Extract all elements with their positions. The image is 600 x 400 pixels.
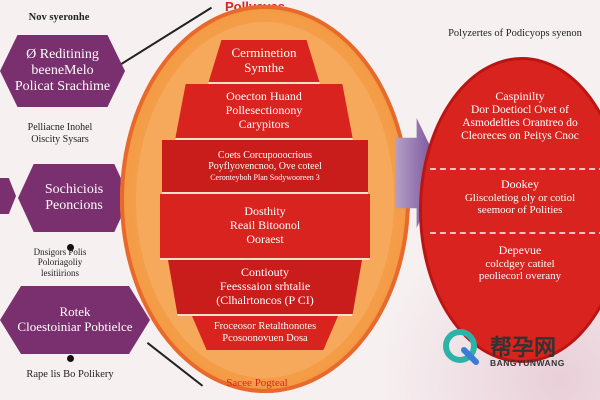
right-section-2-line-3: seemoor of Polities (477, 204, 563, 217)
stack-band-6-line-2: Pcosoonovuen Dosa (222, 333, 308, 344)
stack-band-5-line-3: (Clhalrtoncos (P CI) (216, 292, 314, 307)
right-section-1-line-4: Cleoreces on Peitys Cnoc (461, 130, 579, 143)
stack-band-5: Contiouty Feesssaion srhtalie (Clhalrton… (168, 260, 362, 316)
stack-band-2-line-2: Pollesectionony (225, 103, 303, 118)
stack-band-6-line-1: Froceosor Retalthonotes (213, 320, 317, 332)
hexagon-sochiciois: Sochiciois Peoncions (18, 164, 130, 232)
right-section-2-line-2: Gliscoletiog oly or cotiol (464, 191, 576, 204)
watermark-logo-text-cn: 帮孕网 (490, 336, 557, 361)
right-section-1: Caspinilty Dor Doetiocl Ovet of Asmodelt… (440, 89, 600, 143)
left-label-mid1: Pelliacne Inohel Oiscity Sysars (27, 122, 93, 145)
stack-band-5-line-1: Contiouty (240, 265, 289, 280)
right-section-3: Depevue colcdgey catitel peoliecorl over… (440, 243, 600, 283)
diagram-title-right: Polyzertes of Podicyops syenon (448, 28, 582, 39)
right-section-1-line-1: Caspinilty (495, 89, 545, 103)
right-divider-2 (430, 232, 600, 234)
hexagon-reditining-label: Reditining beeneMelo Policat Srachime (14, 46, 111, 95)
stack-band-5-line-2: Feesssaion srhtalie (219, 279, 311, 294)
stack-band-4-line-3: Ooraest (246, 231, 284, 246)
hexagon-sochiciois-label: Sochiciois Peoncions (44, 181, 104, 213)
left-label-top: Nov syeronhe (28, 12, 90, 23)
stack-band-4: Dosthity Reail Bitoonol Ooraest (160, 194, 370, 260)
stack-band-6: Froceosor Retalthonotes Pcosoonovuen Dos… (192, 316, 338, 350)
connector-dot-1 (67, 244, 74, 251)
connector-dot-2 (67, 355, 74, 362)
right-section-1-line-3: Asmodelties Orantreo do (462, 117, 578, 130)
hexagon-rotek-label: Rotek Cloestoiniar Pobtielce (17, 304, 133, 334)
stack-band-4-line-1: Dosthity (244, 204, 286, 219)
right-section-3-line-1: Depevue (498, 243, 542, 257)
hexagon-rotek: Rotek Cloestoiniar Pobtielce (0, 286, 150, 354)
hexagon-reditining: Ø Reditining beeneMelo Policat Srachime (0, 35, 125, 107)
stack-band-2-line-3: Carypitors (238, 116, 290, 131)
stack-band-1-line-1: Cerminetion (231, 45, 297, 61)
stack-band-3-line-1: Coets Corcupooocrious (217, 149, 313, 161)
right-circle (422, 60, 600, 360)
right-section-2: Dookey Gliscoletiog oly or cotiol seemoo… (440, 177, 600, 217)
stack-band-3-line-2: Poyflyovencnoo, Ove coteel (208, 161, 322, 173)
left-arrow-shape (0, 178, 16, 214)
stack-band-3: Coets Corcupooocrious Poyflyovencnoo, Ov… (162, 140, 368, 194)
right-section-2-line-1: Dookey (501, 177, 539, 191)
left-label-bottom: Rape lis Bo Polikery (26, 369, 114, 380)
left-label-mid2: Dnsigors Polis Poloriagoliy lesitiirions (33, 247, 87, 278)
right-section-1-line-2: Dor Doetiocl Ovet of (470, 103, 570, 116)
stack-band-1-line-2: Symthe (244, 60, 284, 75)
stack-band-4-line-2: Reail Bitoonol (229, 218, 301, 233)
watermark-logo-text-en: BANGYUNWANG (490, 358, 565, 368)
stack-band-1: Cerminetion Symthe (208, 40, 320, 84)
right-section-3-line-3: peoliecorl overany (478, 270, 562, 283)
stack-band-2-line-1: Ooecton Huand (226, 89, 302, 104)
hexagon-reditining-text: Ø Reditining beeneMelo Policat Srachime (15, 47, 110, 95)
stack-band-3-line-3: Ceronteyboh Plan Sodywooreen 3 (210, 172, 320, 182)
diagram-title-bottom: Sacee Pogteal (226, 377, 288, 389)
right-section-3-line-2: colcdgey catitel (485, 257, 555, 270)
right-divider-1 (430, 168, 600, 170)
hexagon-prefix-symbol: Ø (26, 46, 37, 62)
stack-band-2: Ooecton Huand Pollesectionony Carypitors (175, 84, 353, 140)
watermark-logo-icon (442, 328, 482, 368)
